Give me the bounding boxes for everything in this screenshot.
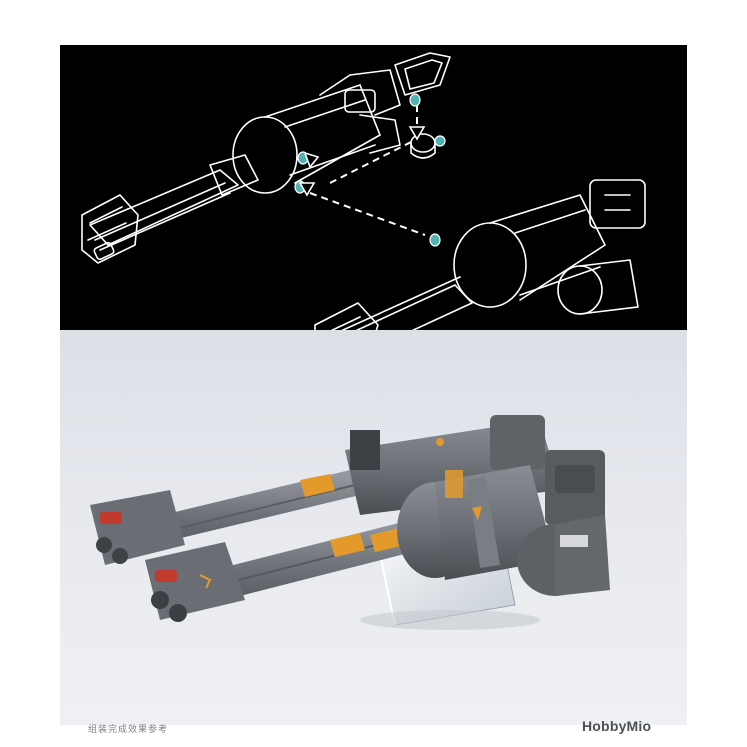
- assembled-gatling-photo: [90, 415, 610, 630]
- upper-gatling-drawing: [81, 69, 401, 264]
- arrow-heads: [298, 126, 426, 197]
- lower-gatling-drawing: [314, 179, 646, 330]
- assembly-diagram: [81, 52, 646, 330]
- back-gatling: [90, 415, 560, 565]
- front-gatling: [145, 450, 610, 622]
- photo-caption: 组装完成效果参考: [88, 725, 169, 735]
- assembly-arrows: [309, 105, 426, 236]
- assembly-diagram-panel: [60, 45, 687, 330]
- assembled-photo-panel: [60, 330, 687, 725]
- brand-logo: HobbyMio: [582, 718, 652, 734]
